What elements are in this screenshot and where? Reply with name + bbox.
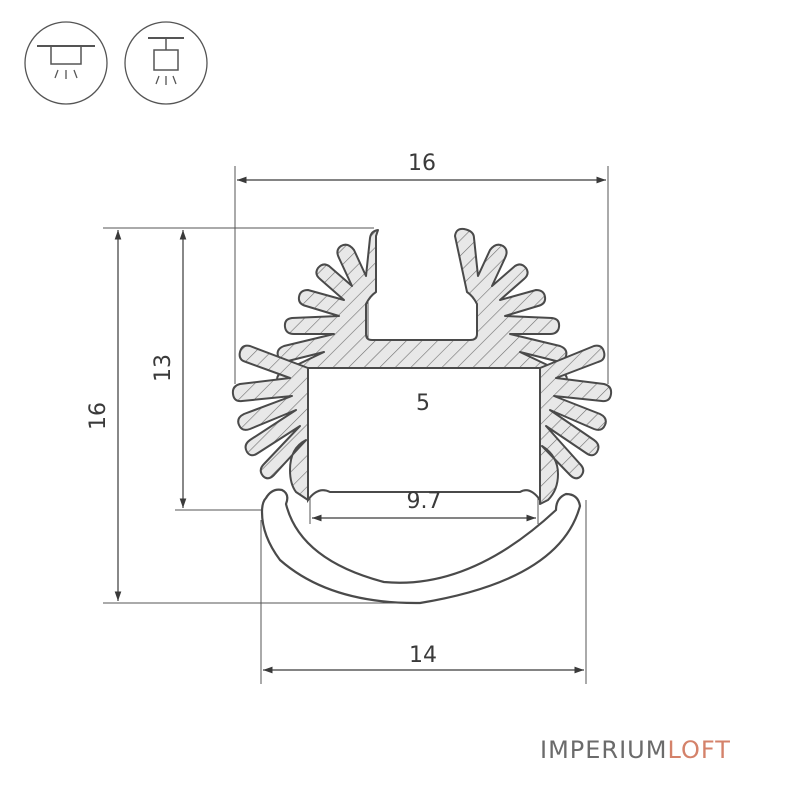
label-overall-height: 16 [86,402,111,430]
label-inner-channel: 9.7 [407,489,442,514]
brand-logo: IMPERIUMLOFT [540,736,731,764]
label-body-height: 13 [151,354,176,382]
recessed-mount-icon [24,21,108,105]
heatsink-fins-right [539,344,613,505]
inner-channel [307,367,541,504]
logo-main: IMPERIUM [540,736,668,764]
dimension-lines [114,176,606,674]
label-overall-width: 16 [408,151,436,176]
heatsink-fins-left [231,344,309,501]
label-diffuser-width: 14 [409,643,437,668]
diffuser [260,488,582,605]
suspended-mount-icon [124,21,208,105]
label-led-slot: 5 [416,391,430,416]
logo-accent: LOFT [667,736,731,764]
